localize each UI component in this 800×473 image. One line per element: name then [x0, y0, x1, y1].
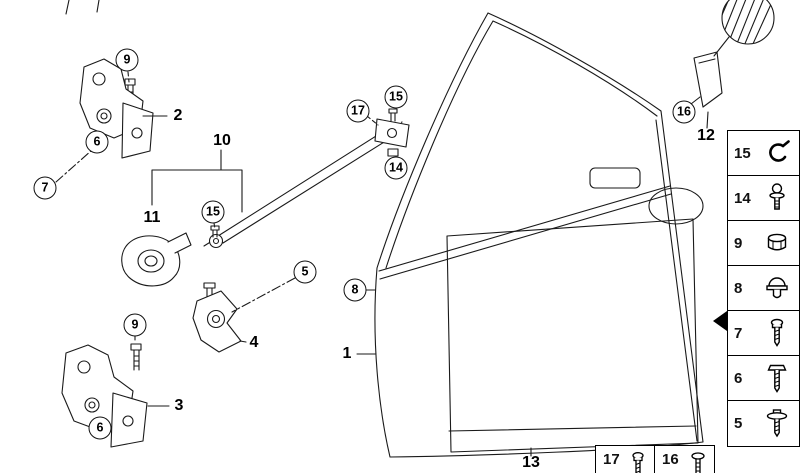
door-check-drawing — [121, 232, 192, 287]
door-catch-drawing — [192, 282, 242, 353]
legend-item-number: 15 — [734, 144, 751, 162]
legend-item-number: 5 — [734, 415, 743, 432]
screw-icon — [758, 317, 796, 349]
ball-stud-icon — [758, 182, 796, 214]
legend-item-number: 9 — [734, 234, 743, 252]
legend-item-9[interactable]: 9 — [728, 221, 799, 266]
hex-bolt-icon — [758, 362, 796, 394]
legend-item-number: 6 — [734, 369, 743, 387]
legend-item-14[interactable]: 14 — [728, 176, 799, 221]
legend-item-number: 14 — [734, 189, 751, 207]
detail-bubble-drawing — [713, 0, 775, 57]
callout-5-door-catch-screw[interactable]: 5 — [293, 260, 317, 284]
bottom-hinge-drawing — [61, 343, 148, 448]
legend-item-number: 7 — [734, 324, 743, 342]
direction-arrow-icon — [713, 311, 727, 331]
callout-6-bottom-hinge-screw[interactable]: 6 — [88, 416, 112, 440]
callout-3-bottom-hinge[interactable]: 3 — [174, 397, 184, 414]
screw-icon — [627, 451, 650, 473]
footer-item-number: 17 — [603, 451, 620, 468]
legend-item-5[interactable]: 5 — [728, 401, 799, 446]
callout-1-door-panel[interactable]: 1 — [342, 345, 352, 362]
footer-item-number: 16 — [662, 451, 679, 468]
parts-legend: 15 14 9 — [727, 130, 800, 447]
washer-screw-icon — [758, 408, 796, 440]
footer-item-17[interactable]: 17 — [595, 445, 655, 473]
callout-17-door-brake-end[interactable]: 17 — [346, 99, 370, 123]
grommet-icon — [758, 274, 796, 302]
nut-icon — [758, 229, 796, 257]
legend-item-15[interactable]: 15 — [728, 131, 799, 176]
mirror-triangle-drawing — [693, 51, 723, 108]
callout-16-triangle-fastener[interactable]: 16 — [672, 100, 696, 124]
callout-7-hinge-bolt[interactable]: 7 — [33, 176, 57, 200]
callout-15-door-check-pin[interactable]: 15 — [201, 200, 225, 224]
retaining-clip-icon — [758, 139, 796, 167]
cropped-leader-stubs — [65, 0, 100, 15]
top-hinge-drawing — [79, 58, 154, 159]
door-brake-drawing — [208, 108, 410, 249]
legend-item-8[interactable]: 8 — [728, 266, 799, 311]
legend-item-7[interactable]: 7 — [728, 311, 799, 356]
legend-item-number: 8 — [734, 279, 743, 297]
footer-item-16[interactable]: 16 — [655, 445, 715, 473]
callout-6-top-hinge-screw[interactable]: 6 — [85, 130, 109, 154]
callout-9-bottom-hinge-bolt[interactable]: 9 — [123, 313, 147, 337]
callout-12-mirror-triangle[interactable]: 12 — [697, 127, 715, 144]
footer-legend: 17 16 — [595, 445, 715, 473]
callout-11-door-check[interactable]: 11 — [143, 209, 161, 226]
door-outline — [374, 12, 704, 458]
callout-13-door-bottom[interactable]: 13 — [522, 454, 540, 471]
callout-14-door-brake-nut[interactable]: 14 — [384, 156, 408, 180]
legend-item-6[interactable]: 6 — [728, 356, 799, 401]
callout-8-door-grommet[interactable]: 8 — [343, 278, 367, 302]
callout-15-door-brake-bolt[interactable]: 15 — [384, 85, 408, 109]
callout-2-top-hinge[interactable]: 2 — [173, 107, 183, 124]
leader-lines — [55, 71, 709, 457]
callout-10-door-brake-assembly[interactable]: 10 — [213, 132, 231, 149]
callout-4-door-catch[interactable]: 4 — [249, 334, 259, 351]
callout-9-top-hinge-bolt[interactable]: 9 — [115, 48, 139, 72]
pin-icon — [686, 451, 710, 473]
